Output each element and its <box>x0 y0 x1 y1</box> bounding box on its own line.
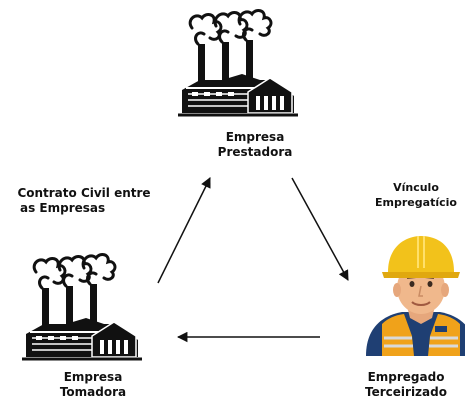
node-label-prestadora-line1: Empresa <box>225 130 285 144</box>
node-label-empregado: Empregado Terceirizado <box>350 370 462 400</box>
node-label-tomadora-line1: Empresa <box>63 370 123 384</box>
edge-label-contrato-line2: as Empresas <box>20 201 106 215</box>
edge-label-vinculo-line2: Empregatício <box>375 196 457 209</box>
edge-label-vinculo: Vínculo Empregatício <box>368 180 464 210</box>
edge-label-vinculo-line1: Vínculo <box>393 181 439 194</box>
node-label-tomadora: Empresa Tomadora <box>38 370 148 400</box>
node-label-empregado-line1: Empregado <box>367 370 445 384</box>
node-label-tomadora-line2: Tomadora <box>59 385 127 399</box>
node-label-prestadora: Empresa Prestadora <box>200 130 310 160</box>
node-label-empregado-line2: Terceirizado <box>365 385 447 399</box>
factory-icon-prestadora <box>176 9 300 117</box>
arrow-tomadora-to-prestadora <box>157 177 211 284</box>
edge-label-contrato: Contrato Civil entre as Empresas <box>4 186 164 216</box>
edge-label-contrato-line1: Contrato Civil entre <box>17 186 151 200</box>
node-label-prestadora-line2: Prestadora <box>217 145 293 159</box>
worker-icon <box>366 236 465 356</box>
factory-icon-tomadora <box>20 253 144 361</box>
arrow-prestadora-to-empregado <box>291 177 349 281</box>
